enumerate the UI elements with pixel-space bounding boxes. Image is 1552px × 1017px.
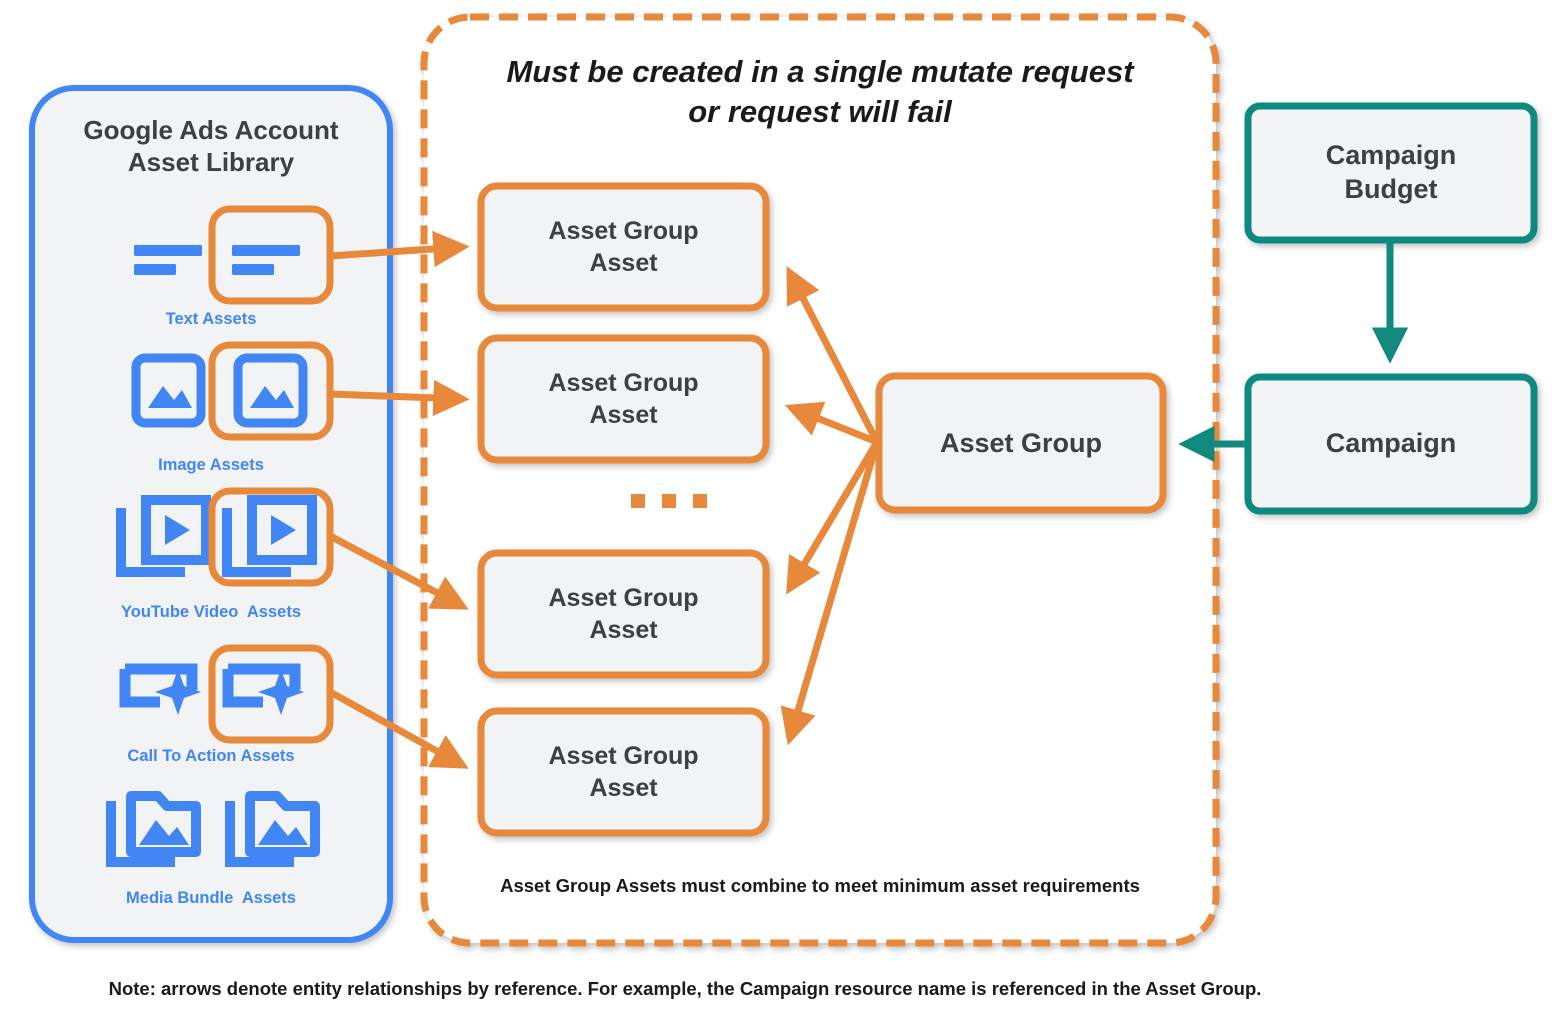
asset-requirement-note: Asset Group Assets must combine to meet … (500, 875, 1140, 896)
arrow-ag-to-aga3 (786, 440, 881, 595)
media-bundle-asset-icon-2 (225, 791, 320, 867)
asset-library-title-line1: Google Ads Account (83, 115, 339, 145)
call-to-action-asset-highlight-box (208, 644, 334, 744)
asset-label-media-bundle: Media Bundle Assets (126, 889, 296, 907)
mutate-request-banner: Must be created in a single mutate reque… (440, 52, 1200, 133)
asset-group-asset-box-1[interactable] (477, 182, 770, 312)
arrow-image-to-aga2 (329, 379, 470, 417)
campaign-box[interactable] (1244, 373, 1538, 515)
banner-line1: Must be created in a single mutate reque… (506, 54, 1134, 89)
text-asset-icon-highlighted (232, 245, 300, 275)
asset-label-youtube-video: YouTube Video Assets (120, 603, 301, 621)
image-asset-highlight-box (208, 341, 334, 441)
arrow-ag-to-aga1 (786, 266, 881, 444)
asset-library-title: Google Ads Account Asset Library (36, 115, 386, 178)
banner-line2: or request will fail (688, 94, 952, 130)
asset-label-image: Image Assets (158, 456, 264, 474)
arrow-video-to-aga3 (330, 533, 469, 610)
image-asset-icon-highlighted (233, 353, 308, 428)
campaign-budget-box[interactable] (1244, 102, 1538, 244)
arrow-cta-to-aga4 (330, 689, 469, 769)
youtube-video-asset-icon (116, 495, 211, 577)
youtube-video-asset-highlight-box (208, 487, 334, 587)
youtube-video-asset-icon-highlighted (222, 495, 317, 577)
media-bundle-asset-icon (106, 791, 201, 867)
arrow-ag-to-aga4 (780, 441, 881, 746)
ellipsis-indicator (631, 494, 707, 508)
asset-label-text: Text Assets (165, 310, 257, 328)
asset-library-title-line2: Asset Library (127, 146, 295, 177)
asset-group-box[interactable] (875, 372, 1167, 514)
asset-group-asset-box-3[interactable] (477, 549, 770, 679)
asset-group-asset-box-4[interactable] (477, 707, 770, 837)
call-to-action-asset-icon-highlighted (222, 663, 304, 715)
call-to-action-asset-icon (119, 663, 201, 715)
footer-note: Note: arrows denote entity relationships… (108, 978, 1262, 999)
asset-group-asset-box-2[interactable] (477, 334, 770, 464)
image-asset-icon (131, 353, 206, 428)
arrow-text-to-aga1 (329, 230, 470, 268)
asset-label-call-to-action: Call To Action Assets (127, 747, 295, 765)
text-asset-icon (134, 245, 202, 275)
arrow-ag-to-aga2 (784, 401, 879, 446)
